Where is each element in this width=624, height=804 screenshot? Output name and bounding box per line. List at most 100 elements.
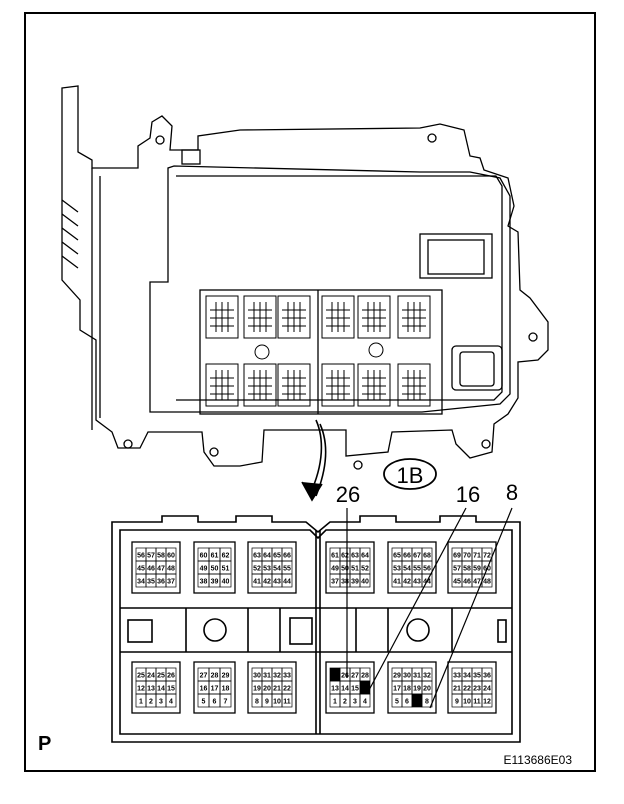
pin-number: 8 bbox=[425, 699, 429, 706]
pin-number: 21 bbox=[273, 686, 281, 693]
pin-number: 14 bbox=[157, 686, 165, 693]
pin-number: 63 bbox=[351, 553, 359, 560]
figure-code: E113686E03 bbox=[503, 753, 572, 767]
pin-number: 25 bbox=[331, 673, 339, 680]
pin-number: 3 bbox=[159, 699, 163, 706]
pin-number: 50 bbox=[341, 566, 349, 573]
connector-cavity-block bbox=[131, 541, 181, 594]
pin-number: 34 bbox=[463, 673, 471, 680]
pin-number: 21 bbox=[453, 686, 461, 693]
pin-number: 1 bbox=[139, 699, 143, 706]
pin-number: 52 bbox=[361, 566, 369, 573]
pin-number: 4 bbox=[363, 699, 367, 706]
connector-cavity-block bbox=[387, 661, 437, 714]
pin-number: 31 bbox=[413, 673, 421, 680]
pin-number: 65 bbox=[273, 553, 281, 560]
connector-cavity-block bbox=[193, 661, 236, 714]
pin-number: 30 bbox=[403, 673, 411, 680]
connector-id-label: 1B bbox=[397, 463, 424, 488]
pin-number: 47 bbox=[473, 579, 481, 586]
pin-number: 41 bbox=[253, 579, 261, 586]
pin-number: 60 bbox=[167, 553, 175, 560]
pin-cell bbox=[219, 693, 232, 708]
pin-number: 28 bbox=[361, 673, 369, 680]
pin-number: 56 bbox=[423, 566, 431, 573]
pin-number: 63 bbox=[253, 553, 261, 560]
overview-connector-cell bbox=[321, 363, 355, 407]
pin-number: 18 bbox=[403, 686, 411, 693]
pin-number: 24 bbox=[483, 686, 491, 693]
pin-number: 66 bbox=[283, 553, 291, 560]
overview-connector-cell bbox=[357, 363, 391, 407]
pin-number: 30 bbox=[253, 673, 261, 680]
overview-connector-grids bbox=[205, 295, 431, 407]
pin-number: 57 bbox=[453, 566, 461, 573]
connector-cavity-block bbox=[247, 541, 297, 594]
pin-number: 60 bbox=[200, 553, 208, 560]
pin-number: 39 bbox=[211, 579, 219, 586]
pin-number: 3 bbox=[353, 699, 357, 706]
pin-cell bbox=[421, 573, 433, 588]
pin-number: 49 bbox=[200, 566, 208, 573]
pin-cell bbox=[359, 573, 371, 588]
connector-cavity-block bbox=[447, 661, 497, 714]
pin-number: 26 bbox=[167, 673, 175, 680]
pin-number: 35 bbox=[147, 579, 155, 586]
pin-cell bbox=[219, 573, 232, 588]
connector-cavity-block bbox=[387, 541, 437, 594]
pin-number: 20 bbox=[423, 686, 431, 693]
connector-cavity-block bbox=[247, 661, 297, 714]
pin-number: 9 bbox=[265, 699, 269, 706]
pin-number: 2 bbox=[343, 699, 347, 706]
pin-number: 48 bbox=[167, 566, 175, 573]
pin-number: 25 bbox=[137, 673, 145, 680]
pin-number: 47 bbox=[157, 566, 165, 573]
pin-number: 71 bbox=[473, 553, 481, 560]
pin-number: 52 bbox=[253, 566, 261, 573]
pin-cell bbox=[165, 693, 177, 708]
pin-number: 22 bbox=[463, 686, 471, 693]
pin-number: 64 bbox=[263, 553, 271, 560]
pin-number: 14 bbox=[341, 686, 349, 693]
overview-connector-cell bbox=[397, 295, 431, 339]
pin-number: 27 bbox=[200, 673, 208, 680]
pin-number: 53 bbox=[263, 566, 271, 573]
pin-number: 54 bbox=[403, 566, 411, 573]
pin-number: 65 bbox=[393, 553, 401, 560]
pin-number: 45 bbox=[137, 566, 145, 573]
connector-cavity-block bbox=[193, 541, 236, 594]
pin-number: 32 bbox=[423, 673, 431, 680]
pin-number: 37 bbox=[331, 579, 339, 586]
pin-number: 22 bbox=[283, 686, 291, 693]
callout-8: 8 bbox=[506, 480, 518, 505]
overview-connector-cell bbox=[357, 295, 391, 339]
pin-number: 62 bbox=[222, 553, 230, 560]
pin-number: 36 bbox=[483, 673, 491, 680]
pin-number: 4 bbox=[169, 699, 173, 706]
pin-number: 33 bbox=[283, 673, 291, 680]
pin-number: 31 bbox=[263, 673, 271, 680]
pin-number: 42 bbox=[403, 579, 411, 586]
pin-number: 57 bbox=[147, 553, 155, 560]
pin-number: 10 bbox=[273, 699, 281, 706]
pin-number: 67 bbox=[413, 553, 421, 560]
overview-connector-cell bbox=[397, 363, 431, 407]
pin-number: 54 bbox=[273, 566, 281, 573]
pin-number: 17 bbox=[211, 686, 219, 693]
pin-number: 46 bbox=[463, 579, 471, 586]
pin-number: 58 bbox=[157, 553, 165, 560]
overview-connector-cell bbox=[205, 295, 239, 339]
pin-number: 16 bbox=[200, 686, 208, 693]
connector-id-ellipse bbox=[383, 458, 437, 490]
pin-number: 61 bbox=[331, 553, 339, 560]
pin-number: 5 bbox=[202, 699, 206, 706]
pin-number: 51 bbox=[222, 566, 230, 573]
pin-number: 1 bbox=[333, 699, 337, 706]
pin-number: 48 bbox=[483, 579, 491, 586]
callout-16: 16 bbox=[456, 482, 480, 507]
pin-cell bbox=[281, 573, 293, 588]
pin-number: 7 bbox=[415, 699, 419, 706]
pin-cell bbox=[165, 573, 177, 588]
pin-number: 13 bbox=[147, 686, 155, 693]
